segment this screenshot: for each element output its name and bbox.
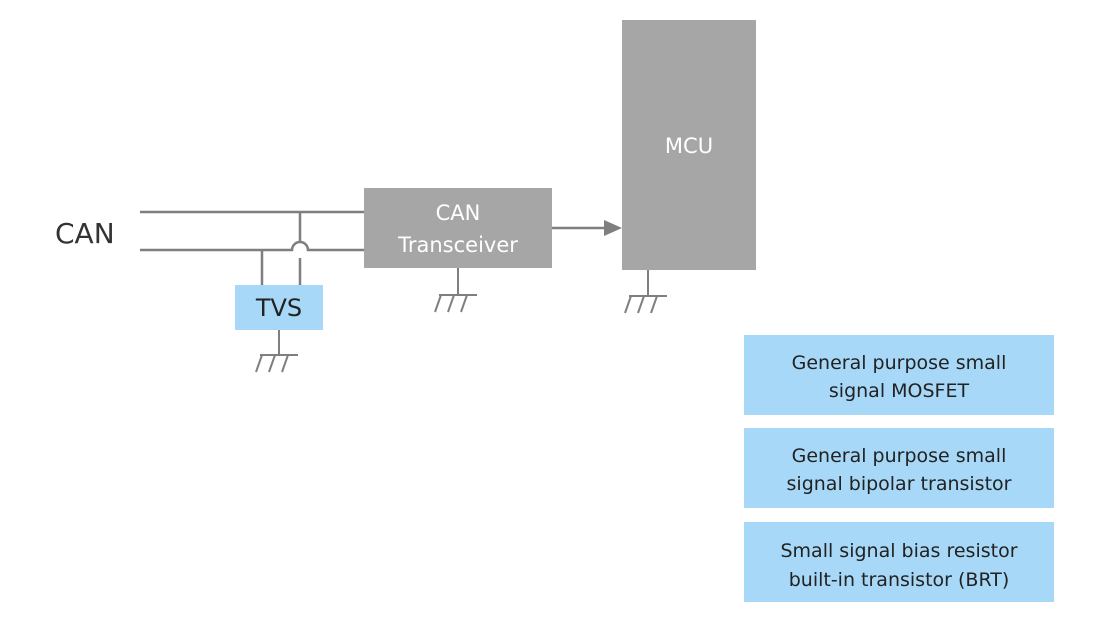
can-low-wire (140, 240, 364, 252)
can-bus-label: CAN (55, 217, 115, 250)
legend-brt-line2: built-in transistor (BRT) (789, 569, 1010, 591)
legend-brt-line1: Small signal bias resistor (780, 540, 1017, 562)
arrow-right-icon (604, 220, 622, 236)
legend-bipolar-line2: signal bipolar transistor (787, 473, 1012, 495)
transceiver-label-line2: Transceiver (397, 233, 518, 257)
transceiver-label-line1: CAN (436, 201, 481, 225)
legend-box-brt (744, 522, 1054, 602)
tvs-ground-icon (255, 330, 298, 373)
legend-item: General purpose small signal MOSFET (744, 335, 1054, 415)
legend-bipolar-line1: General purpose small (792, 445, 1007, 467)
legend-mosfet-line1: General purpose small (792, 352, 1007, 374)
tvs-block (235, 285, 323, 330)
can-transceiver-block (364, 188, 552, 268)
mcu-ground-icon (624, 270, 667, 314)
tvs-label: TVS (255, 294, 302, 322)
legend-box-bipolar (744, 428, 1054, 508)
transceiver-ground-icon (434, 268, 477, 313)
mcu-label: MCU (665, 134, 713, 158)
legend-mosfet-line2: signal MOSFET (829, 380, 970, 402)
legend-item: Small signal bias resistor built-in tran… (744, 522, 1054, 602)
legend-item: General purpose small signal bipolar tra… (744, 428, 1054, 508)
legend-box-mosfet (744, 335, 1054, 415)
mcu-block (622, 20, 756, 270)
